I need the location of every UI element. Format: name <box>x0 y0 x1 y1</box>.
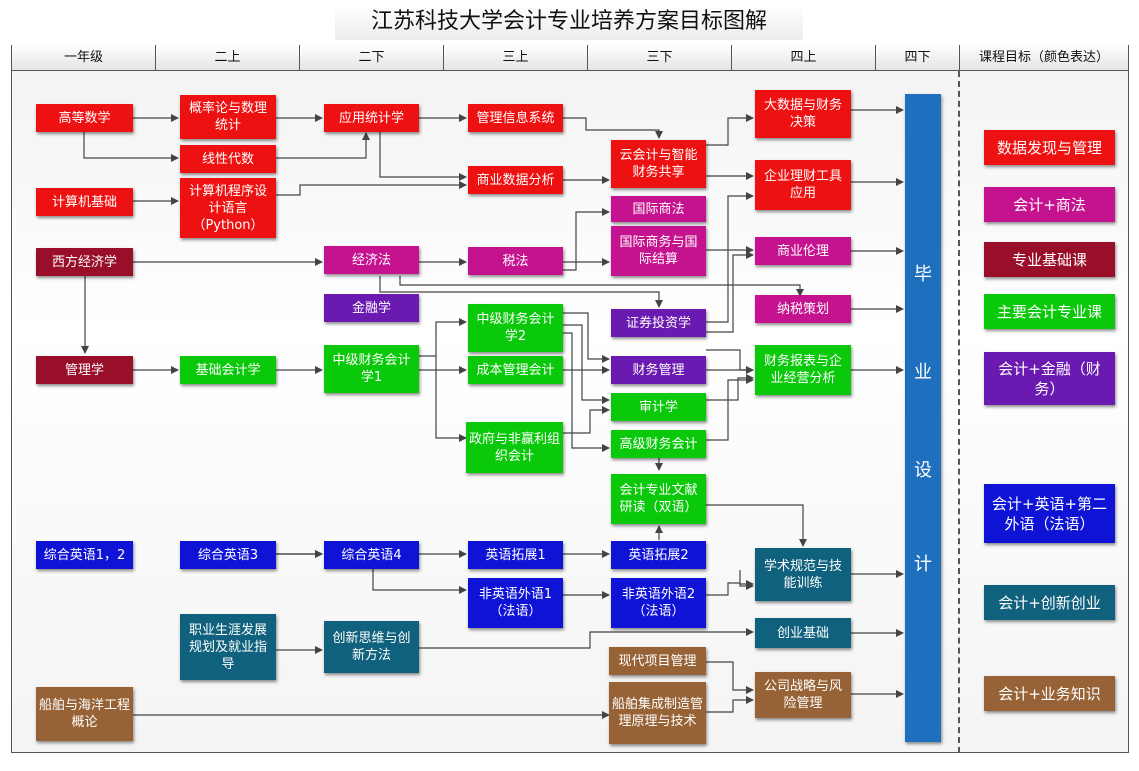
course-business-data-analysis: 商业数据分析 <box>468 166 563 194</box>
course-english-extension-1: 英语拓展1 <box>468 541 563 569</box>
course-non-english-language-2: 非英语外语2（法语） <box>611 578 706 628</box>
header-year4-fall: 四下 <box>876 45 960 71</box>
legend-accounting-business-law: 会计+商法 <box>984 187 1115 222</box>
legend-accounting-innovation: 会计+创新创业 <box>984 585 1115 620</box>
course-probability-statistics: 概率论与数理统计 <box>180 95 276 139</box>
header-year3-fall: 三下 <box>588 45 732 71</box>
course-modern-project-management: 现代项目管理 <box>609 647 706 675</box>
course-advanced-math: 高等数学 <box>36 104 133 132</box>
course-tax-planning: 纳税策划 <box>755 295 851 323</box>
course-applied-statistics: 应用统计学 <box>324 104 419 132</box>
course-international-business-law: 国际商法 <box>611 196 706 222</box>
course-business-ethics: 商业伦理 <box>755 237 851 265</box>
course-economic-law: 经济法 <box>324 246 419 274</box>
legend-accounting-languages: 会计+英语+第二外语（法语） <box>984 484 1115 543</box>
course-basic-accounting: 基础会计学 <box>180 356 276 384</box>
course-linear-algebra: 线性代数 <box>180 145 276 173</box>
graduation-char-1: 毕 <box>914 264 932 285</box>
course-financial-statement-analysis: 财务报表与企业经营分析 <box>755 345 851 395</box>
course-comprehensive-english-1-2: 综合英语1，2 <box>36 541 133 569</box>
legend-accounting-business-knowledge: 会计+业务知识 <box>984 676 1115 711</box>
course-management: 管理学 <box>36 356 133 384</box>
course-accounting-literature: 会计专业文献研读（双语） <box>611 474 706 524</box>
header-year3-spring: 三上 <box>444 45 588 71</box>
course-auditing: 审计学 <box>611 393 706 421</box>
course-enterprise-finance-tools: 企业理财工具应用 <box>755 160 851 210</box>
course-ship-ocean-engineering-intro: 船舶与海洋工程概论 <box>36 687 133 741</box>
course-cloud-accounting: 云会计与智能财务共享 <box>611 140 706 188</box>
course-securities-investment: 证券投资学 <box>611 309 706 337</box>
course-ship-integrated-manufacturing: 船舶集成制造管理原理与技术 <box>609 682 706 744</box>
graduation-project-bar: 毕 业 设 计 <box>905 94 941 742</box>
course-career-planning: 职业生涯发展规划及就业指导 <box>180 614 276 680</box>
legend-accounting-finance: 会计+金融（财务） <box>984 352 1115 405</box>
course-government-nonprofit-accounting: 政府与非赢利组织会计 <box>466 422 563 473</box>
course-corporate-strategy-risk: 公司战略与风险管理 <box>755 672 851 718</box>
course-financial-management: 财务管理 <box>611 356 706 384</box>
course-advanced-accounting: 高级财务会计 <box>611 430 706 458</box>
course-management-info-systems: 管理信息系统 <box>468 104 563 132</box>
course-innovative-thinking: 创新思维与创新方法 <box>324 621 419 673</box>
course-western-economics: 西方经济学 <box>36 248 133 276</box>
graduation-char-3: 设 <box>914 460 932 481</box>
legend-divider <box>958 71 960 753</box>
header-year1: 一年级 <box>11 45 156 71</box>
course-academic-norms: 学术规范与技能训练 <box>755 548 851 601</box>
course-entrepreneurship-basics: 创业基础 <box>755 618 851 648</box>
legend-professional-foundation: 专业基础课 <box>984 242 1115 277</box>
course-tax-law: 税法 <box>468 247 563 275</box>
course-comprehensive-english-3: 综合英语3 <box>180 541 276 569</box>
header-course-goals: 课程目标（颜色表达） <box>960 45 1129 71</box>
course-computer-basics: 计算机基础 <box>36 188 133 216</box>
course-programming-python: 计算机程序设计语言（Python） <box>180 178 276 238</box>
course-comprehensive-english-4: 综合英语4 <box>324 541 419 569</box>
header-year2-spring: 二上 <box>156 45 300 71</box>
course-intermediate-accounting-1: 中级财务会计学1 <box>324 345 419 393</box>
legend-data-management: 数据发现与管理 <box>984 130 1115 165</box>
diagram-title: 江苏科技大学会计专业培养方案目标图解 <box>335 4 803 40</box>
course-intermediate-accounting-2: 中级财务会计学2 <box>468 304 563 352</box>
header-year2-fall: 二下 <box>300 45 444 71</box>
course-finance: 金融学 <box>324 294 419 322</box>
graduation-char-4: 计 <box>914 554 932 575</box>
course-english-extension-2: 英语拓展2 <box>611 541 706 569</box>
course-big-data-finance: 大数据与财务决策 <box>755 90 851 138</box>
graduation-char-2: 业 <box>914 362 932 383</box>
course-international-business-settlement: 国际商务与国际结算 <box>611 226 706 276</box>
header-year4-spring: 四上 <box>732 45 876 71</box>
course-cost-management-accounting: 成本管理会计 <box>468 356 563 384</box>
legend-core-accounting: 主要会计专业课 <box>984 294 1115 329</box>
course-non-english-language-1: 非英语外语1（法语） <box>468 578 563 628</box>
